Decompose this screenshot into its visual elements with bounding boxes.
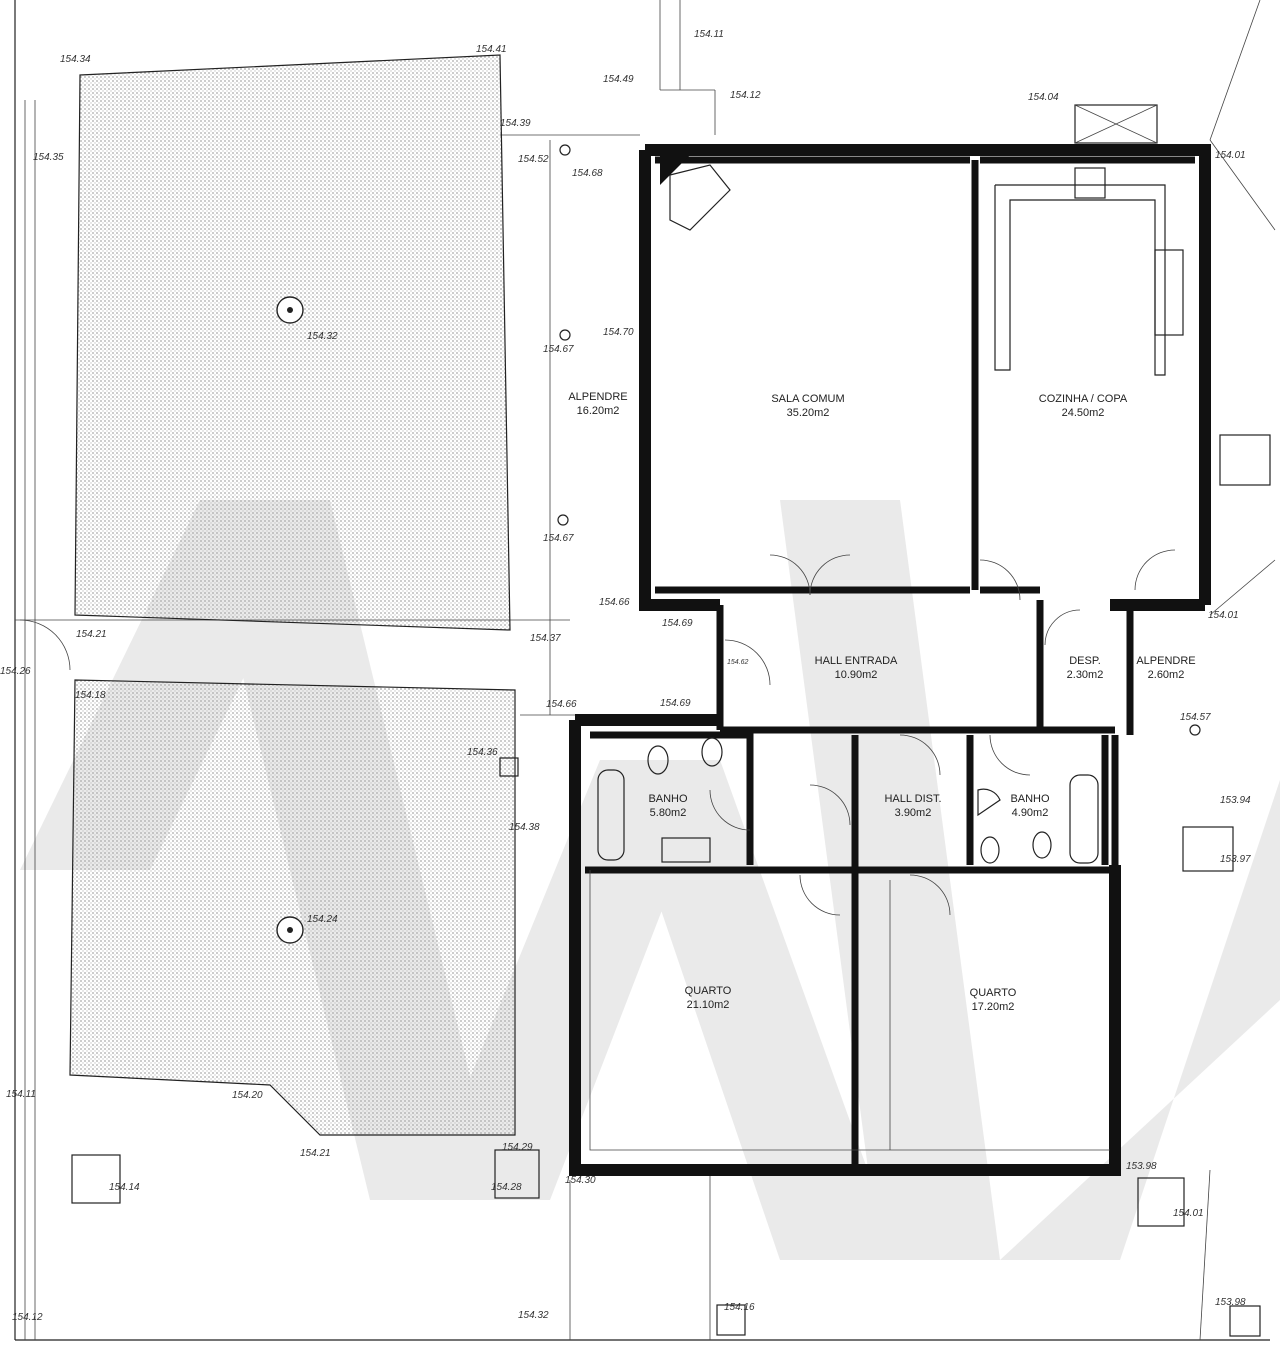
room-cozinha-name: COZINHA / COPA: [1039, 393, 1128, 405]
room-banho-e-name: BANHO: [1010, 793, 1050, 805]
elevation-label: 154.35: [33, 152, 64, 163]
terrace-south: [69, 679, 516, 1136]
room-hall-entrada-area: 10.90m2: [835, 669, 878, 681]
room-banho-w-name: BANHO: [648, 793, 688, 805]
elevation-label: 154.57: [1180, 712, 1211, 723]
elevation-label: 154.49: [603, 74, 634, 85]
room-desp-area: 2.30m2: [1067, 669, 1104, 681]
elevation-label: 154.68: [572, 168, 603, 179]
room-cozinha-area: 24.50m2: [1062, 407, 1105, 419]
elevation-label: 153.98: [1126, 1161, 1157, 1172]
room-labels: ALPENDRE 16.20m2 SALA COMUM 35.20m2 COZI…: [568, 391, 1195, 1013]
elevation-label: 154.12: [730, 90, 761, 101]
room-sala-area: 35.20m2: [787, 407, 830, 419]
fixtures: [597, 155, 1184, 864]
room-quarto-e-name: QUARTO: [970, 987, 1017, 999]
room-alpendre-w-name: ALPENDRE: [568, 391, 627, 403]
elevation-label: 154.18: [75, 690, 106, 701]
elevation-label: 154.16: [724, 1302, 755, 1313]
elevation-label: 154.69: [660, 698, 691, 709]
elevation-labels: 154.11 154.34 154.41 154.49 154.12 154.0…: [0, 29, 1251, 1323]
room-banho-e-area: 4.90m2: [1012, 807, 1049, 819]
elevation-label: 154.11: [6, 1089, 36, 1100]
elevation-label: 154.24: [307, 914, 338, 925]
elevation-label: 154.32: [518, 1310, 549, 1321]
elevation-label: 154.67: [543, 344, 574, 355]
elevation-label: 154.04: [1028, 92, 1059, 103]
room-hall-entrada-name: HALL ENTRADA: [815, 655, 898, 667]
elevation-label: 154.52: [518, 154, 549, 165]
elevation-label: 153.97: [1220, 854, 1251, 865]
elevation-label: 154.34: [60, 54, 91, 65]
site-boundary: [14, 0, 1276, 1341]
elevation-label: 154.37: [530, 633, 561, 644]
elevation-label: 153.94: [1220, 795, 1251, 806]
doors: [19, 549, 1176, 916]
elevation-label: 154.66: [599, 597, 630, 608]
elevation-label: 154.21: [76, 629, 107, 640]
elevation-label: 154.62: [727, 659, 749, 666]
elevation-label: 154.67: [543, 533, 574, 544]
elevation-label: 153.98: [1215, 1297, 1246, 1308]
elevation-label: 154.32: [307, 331, 338, 342]
room-hall-dist-name: HALL DIST.: [884, 793, 941, 805]
elevation-label: 154.14: [109, 1182, 140, 1193]
room-alpendre-e-name: ALPENDRE: [1136, 655, 1195, 667]
elevation-label: 154.38: [509, 822, 540, 833]
elevation-label: 154.36: [467, 747, 498, 758]
elevation-label: 154.69: [662, 618, 693, 629]
elevation-label: 154.01: [1215, 150, 1246, 161]
terraces: [69, 54, 516, 1136]
room-quarto-w-area: 21.10m2: [687, 999, 730, 1011]
room-alpendre-e-area: 2.60m2: [1148, 669, 1185, 681]
elevation-label: 154.66: [546, 699, 577, 710]
elevation-label: 154.28: [491, 1182, 522, 1193]
elevation-label: 154.70: [603, 327, 634, 338]
room-quarto-w-name: QUARTO: [685, 985, 732, 997]
elevation-label: 154.39: [500, 118, 531, 129]
elevation-label: 154.30: [565, 1175, 596, 1186]
terrace-north: [74, 54, 511, 631]
house-walls: [569, 144, 1211, 1176]
room-desp-name: DESP.: [1069, 655, 1101, 667]
elevation-label: 154.29: [502, 1142, 533, 1153]
room-hall-dist-area: 3.90m2: [895, 807, 932, 819]
room-alpendre-w-area: 16.20m2: [577, 405, 620, 417]
elevation-label: 154.41: [476, 44, 507, 55]
elevation-label: 154.12: [12, 1312, 43, 1323]
elevation-label: 154.01: [1173, 1208, 1204, 1219]
elevation-label: 154.01: [1208, 610, 1239, 621]
survey-points: [71, 104, 1271, 1337]
room-quarto-e-area: 17.20m2: [972, 1001, 1015, 1013]
elevation-label: 154.11: [694, 29, 724, 40]
elevation-label: 154.20: [232, 1090, 263, 1101]
room-banho-w-area: 5.80m2: [650, 807, 687, 819]
elevation-label: 154.21: [300, 1148, 331, 1159]
elevation-label: 154.26: [0, 666, 31, 677]
room-sala-name: SALA COMUM: [771, 393, 844, 405]
